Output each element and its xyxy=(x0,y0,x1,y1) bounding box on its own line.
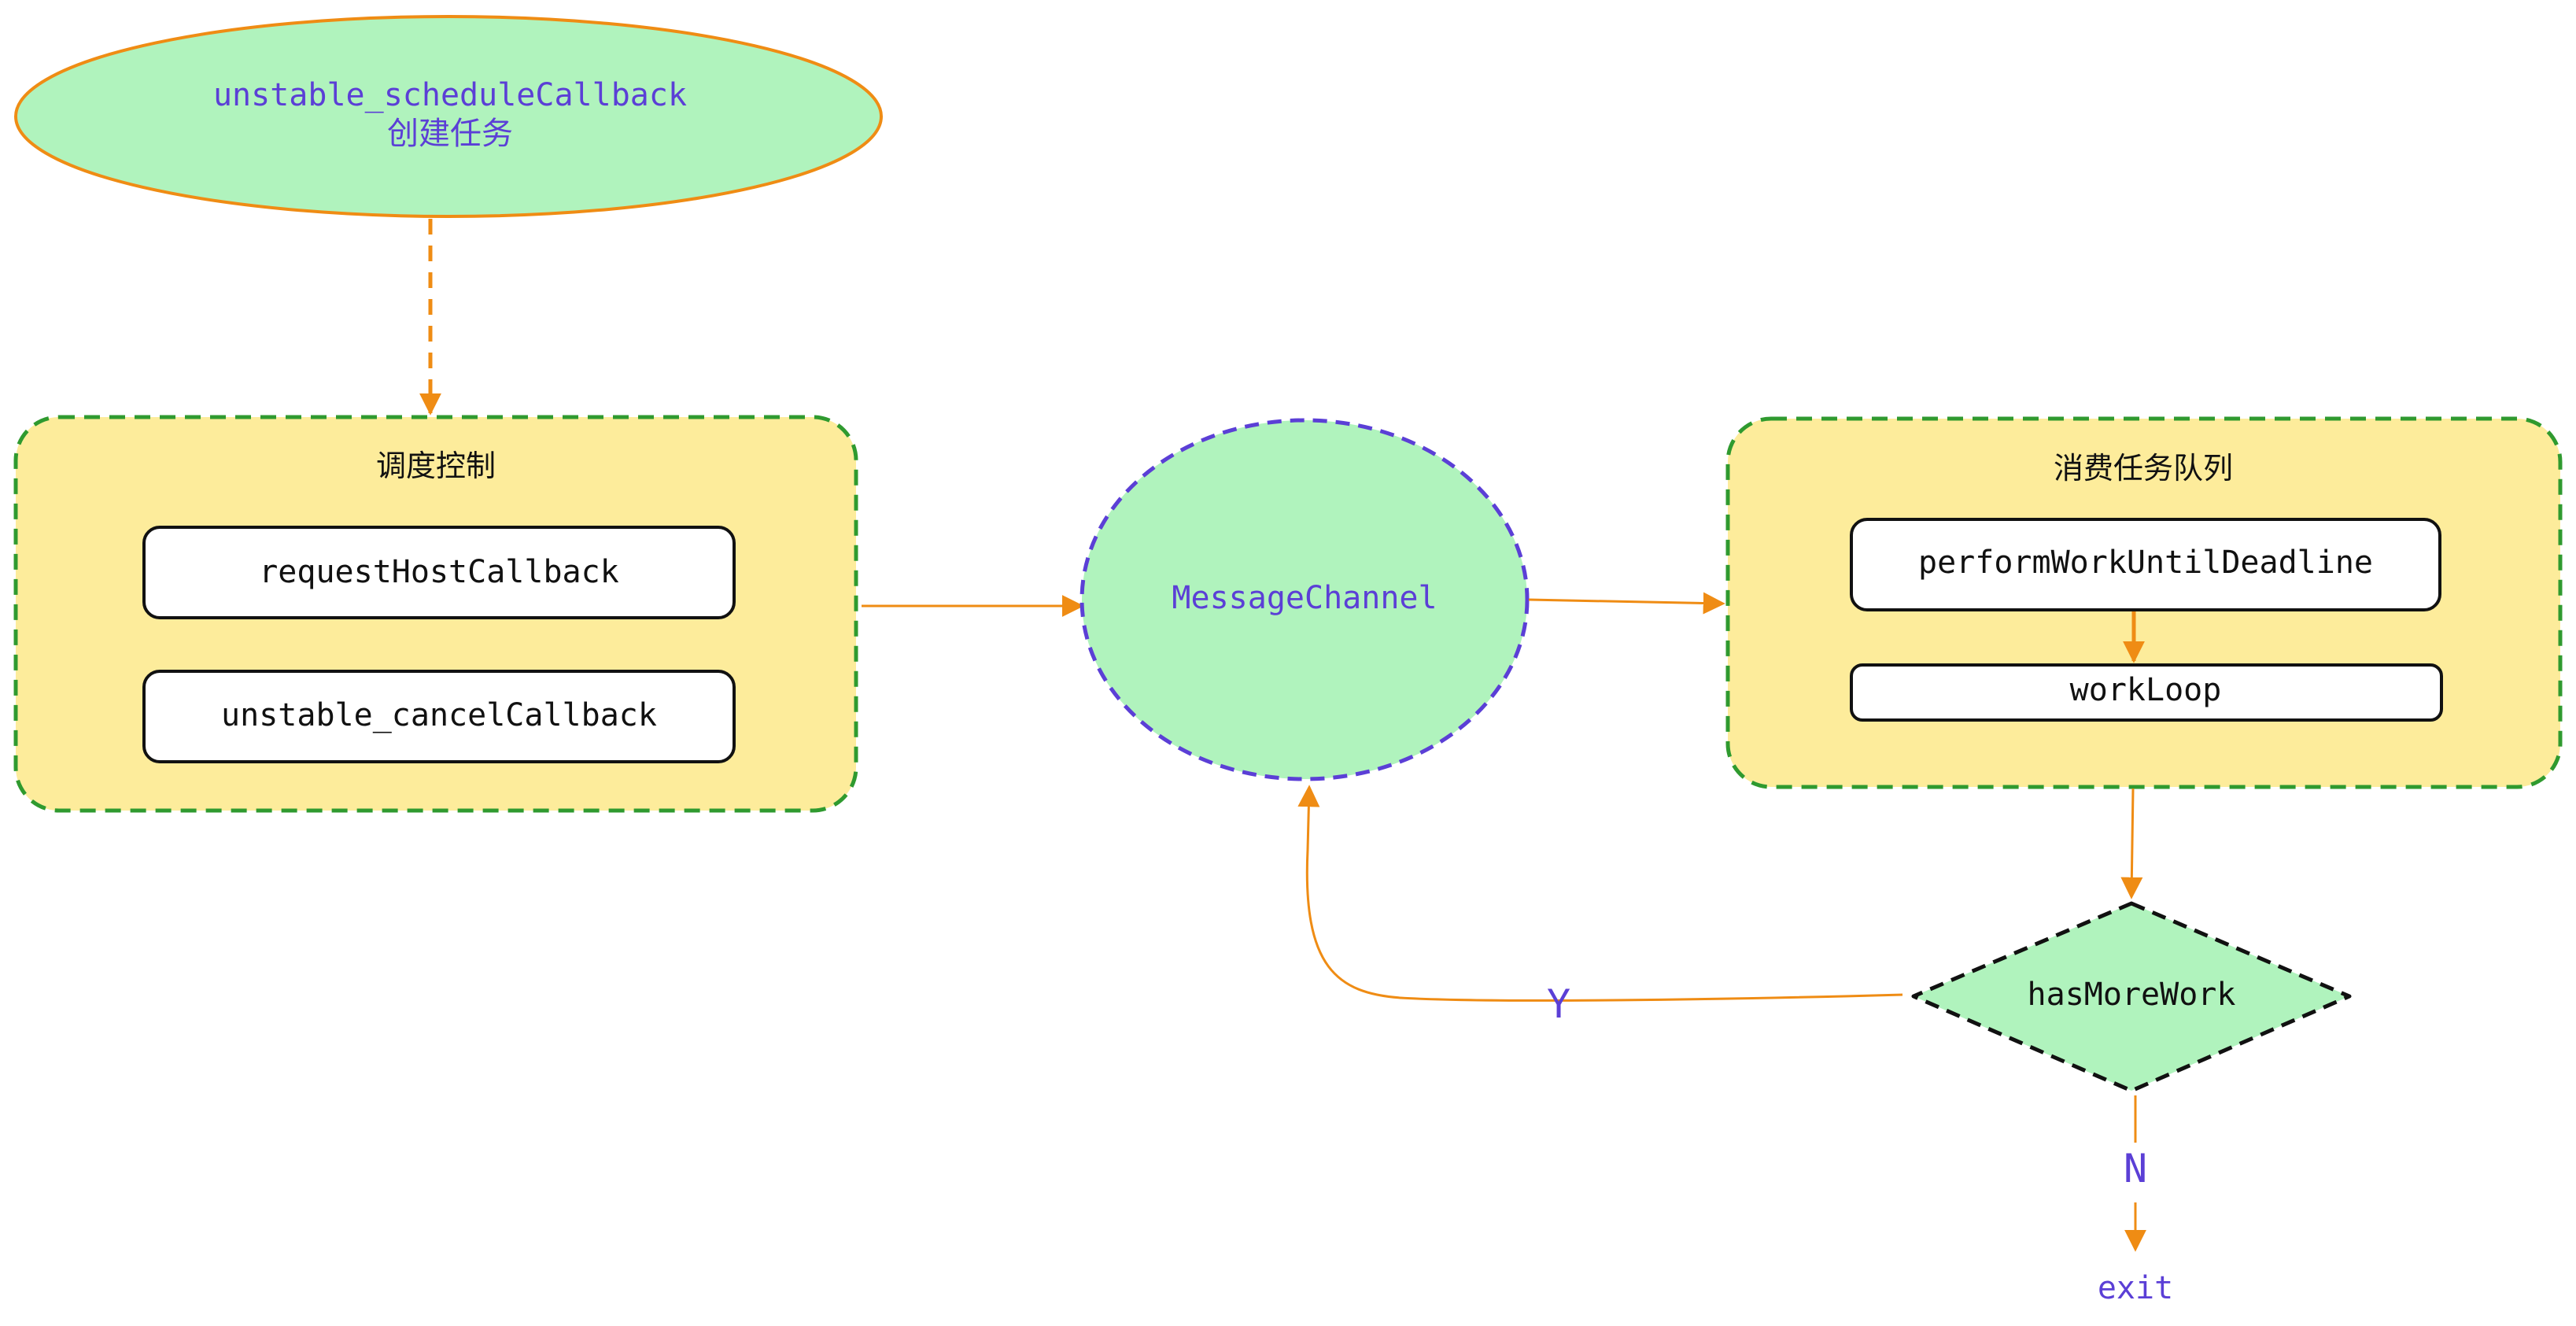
message-channel-node[interactable]: MessageChannel xyxy=(1079,418,1530,781)
request-host-callback-label: requestHostCallback xyxy=(259,554,619,590)
start-node[interactable]: unstable_scheduleCallback 创建任务 xyxy=(14,15,883,218)
has-more-work-label: hasMoreWork xyxy=(2028,977,2236,1013)
work-loop-box[interactable]: workLoop xyxy=(1850,663,2443,722)
exit-node[interactable]: exit xyxy=(2098,1270,2173,1306)
has-more-work-decision[interactable]: hasMoreWork xyxy=(1911,901,2352,1093)
start-node-title: unstable_scheduleCallback xyxy=(213,77,687,113)
scheduler-control-group: 调度控制 requestHostCallback unstable_cancel… xyxy=(13,415,858,813)
edge-no-label: N xyxy=(2124,1146,2147,1191)
perform-work-until-deadline-box[interactable]: performWorkUntilDeadline xyxy=(1850,518,2441,611)
edge-yes-label: Y xyxy=(1547,981,1570,1027)
consume-queue-group: 消费任务队列 performWorkUntilDeadline workLoop xyxy=(1725,416,2563,789)
scheduler-control-title: 调度控制 xyxy=(376,449,496,483)
edge-yes-to-channel xyxy=(1297,785,1903,1002)
start-node-subtitle: 创建任务 xyxy=(387,116,513,152)
message-channel-label: MessageChannel xyxy=(1172,580,1437,616)
edge-queue-to-decision xyxy=(2120,788,2143,899)
consume-queue-title: 消费任务队列 xyxy=(2054,451,2233,486)
work-loop-label: workLoop xyxy=(2070,672,2222,708)
request-host-callback-box[interactable]: requestHostCallback xyxy=(142,526,736,619)
unstable-cancel-callback-box[interactable]: unstable_cancelCallback xyxy=(142,670,736,763)
edge-channel-to-queue xyxy=(1528,592,1725,615)
perform-work-until-deadline-label: performWorkUntilDeadline xyxy=(1918,545,2373,581)
unstable-cancel-callback-label: unstable_cancelCallback xyxy=(221,697,657,733)
